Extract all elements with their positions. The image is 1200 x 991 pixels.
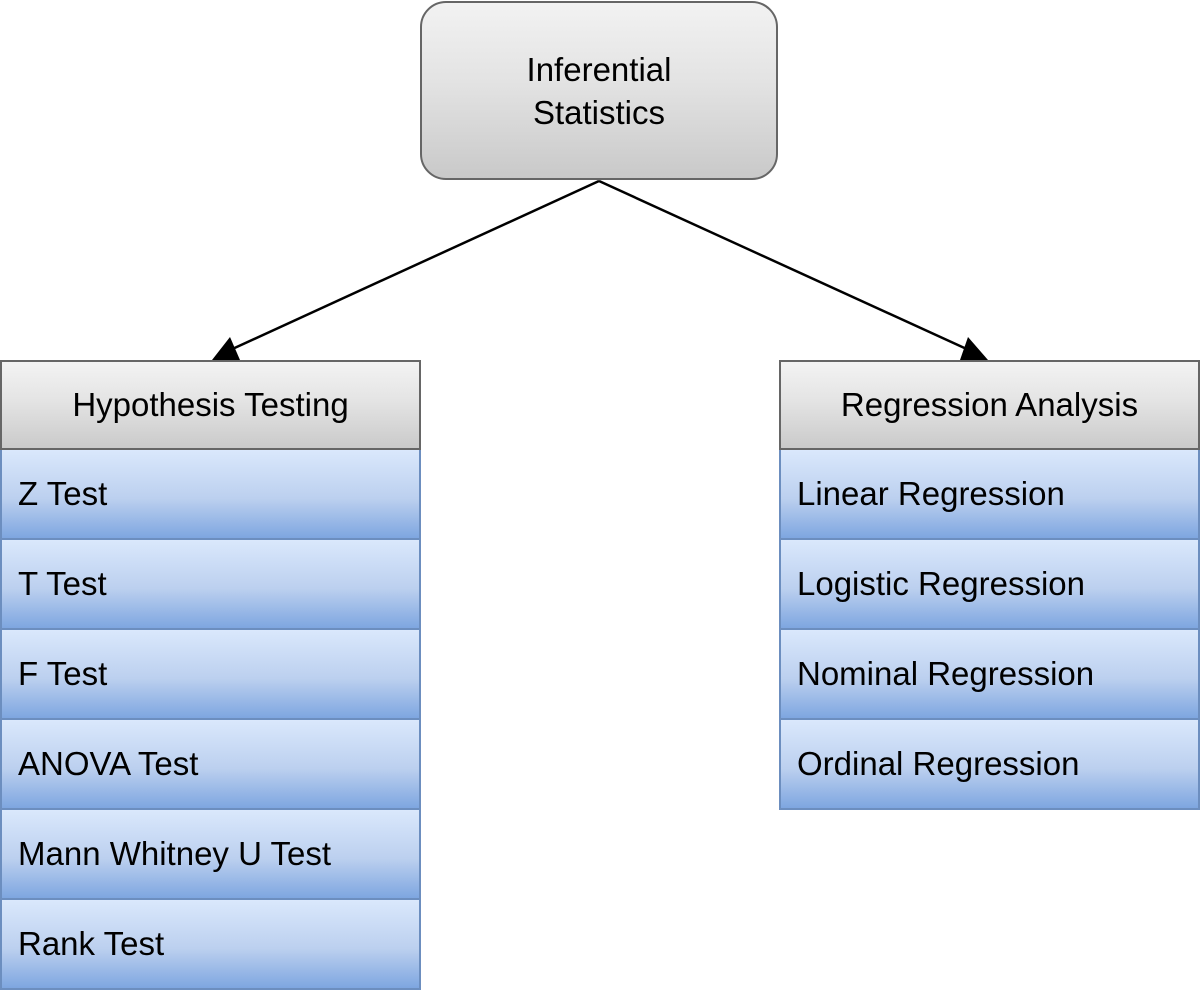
list-item[interactable]: F Test <box>0 630 421 720</box>
list-item[interactable]: Linear Regression <box>779 450 1200 540</box>
list-item[interactable]: ANOVA Test <box>0 720 421 810</box>
list-item[interactable]: Mann Whitney U Test <box>0 810 421 900</box>
branch-hypothesis-testing: Hypothesis Testing Z Test T Test F Test … <box>0 360 421 990</box>
branch-header-regression-analysis[interactable]: Regression Analysis <box>779 360 1200 450</box>
list-item[interactable]: Rank Test <box>0 900 421 990</box>
root-node-label: Inferential Statistics <box>526 50 672 131</box>
list-item[interactable]: Logistic Regression <box>779 540 1200 630</box>
edge-root-to-regression-analysis <box>598 179 972 353</box>
root-node-inferential-statistics[interactable]: Inferential Statistics <box>420 1 778 180</box>
list-item[interactable]: Nominal Regression <box>779 630 1200 720</box>
arrowhead-left-icon <box>212 337 240 360</box>
list-item[interactable]: Ordinal Regression <box>779 720 1200 810</box>
branch-regression-analysis: Regression Analysis Linear Regression Lo… <box>779 360 1200 810</box>
branch-header-hypothesis-testing[interactable]: Hypothesis Testing <box>0 360 421 450</box>
arrowhead-right-icon <box>960 337 988 360</box>
list-item[interactable]: T Test <box>0 540 421 630</box>
edge-root-to-hypothesis-testing <box>227 179 600 353</box>
list-item[interactable]: Z Test <box>0 450 421 540</box>
